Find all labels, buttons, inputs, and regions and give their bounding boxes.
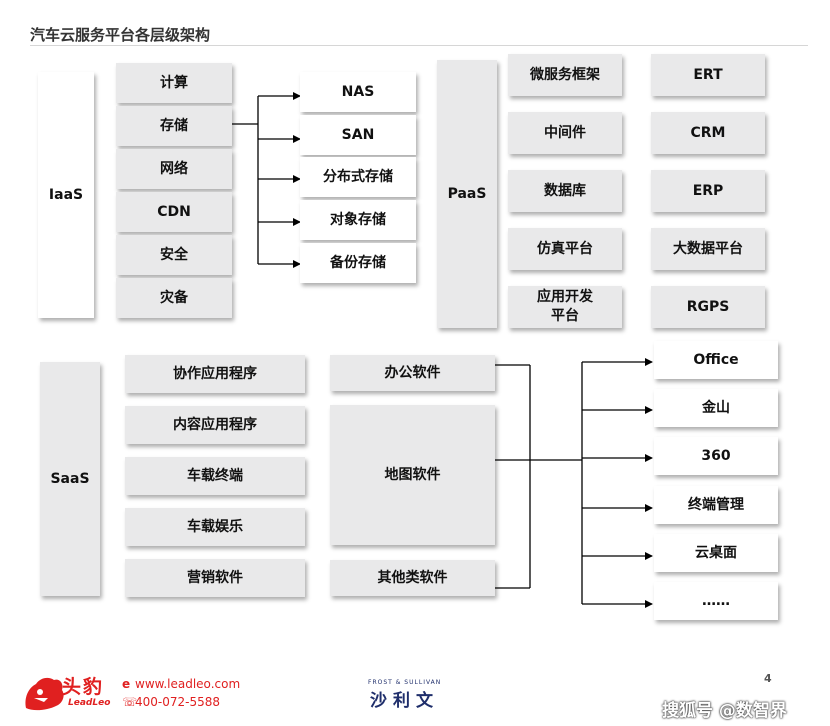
iaas-item-compute: 计算 (116, 63, 232, 103)
output-360: 360 (654, 437, 778, 475)
output-more: …… (654, 582, 778, 620)
storage-type-object: 对象存储 (300, 200, 416, 240)
saas-category-content: 内容应用程序 (125, 406, 305, 444)
storage-type-nas: NAS (300, 72, 416, 112)
saas-category-marketing: 营销软件 (125, 559, 305, 597)
brand-name-cn: 头豹 (62, 676, 105, 698)
output-cloud-desktop: 云桌面 (654, 534, 778, 572)
paas-item-crm: CRM (651, 112, 765, 154)
paas-item-ert: ERT (651, 54, 765, 96)
saas-layer-label: SaaS (40, 362, 100, 596)
iaas-item-storage: 存储 (116, 106, 232, 146)
output-terminal-management: 终端管理 (654, 486, 778, 524)
partner-name-cn: 沙利文 (370, 691, 439, 711)
storage-type-san: SAN (300, 115, 416, 155)
leadleo-logo-icon (25, 677, 64, 711)
paas-item-simulation: 仿真平台 (508, 228, 622, 270)
output-kingsoft: 金山 (654, 389, 778, 427)
storage-type-distributed: 分布式存储 (300, 157, 416, 197)
paas-item-big-data: 大数据平台 (651, 228, 765, 270)
brand-name-en: LeadLeo (68, 698, 111, 708)
paas-item-erp: ERP (651, 170, 765, 212)
phone-number: ☏400-072-5588 (122, 695, 220, 709)
title-divider (30, 45, 808, 46)
paas-item-microservice: 微服务框架 (508, 54, 622, 96)
paas-item-middleware: 中间件 (508, 112, 622, 154)
phone-icon: ☏ (122, 695, 138, 709)
website-text: www.leadleo.com (135, 677, 241, 691)
website-link[interactable]: e www.leadleo.com (122, 677, 240, 691)
phone-text: 400-072-5588 (135, 695, 221, 709)
storage-connectors (232, 92, 301, 268)
paas-item-rgps: RGPS (651, 286, 765, 328)
iaas-item-security: 安全 (116, 235, 232, 275)
partner-name-en: FROST & SULLIVAN (368, 679, 442, 686)
software-office: 办公软件 (330, 355, 495, 391)
paas-layer-label: PaaS (437, 60, 497, 328)
iaas-item-network: 网络 (116, 149, 232, 189)
saas-category-vehicle-entertainment: 车载娱乐 (125, 508, 305, 546)
page-number: 4 (764, 672, 772, 685)
web-icon: e (122, 677, 131, 691)
output-office: Office (654, 341, 778, 379)
iaas-item-cdn: CDN (116, 192, 232, 232)
storage-type-backup: 备份存储 (300, 243, 416, 283)
saas-category-vehicle-terminal: 车载终端 (125, 457, 305, 495)
software-map: 地图软件 (330, 405, 495, 545)
iaas-layer-label: IaaS (38, 72, 94, 318)
watermark: 搜狐号 @数智界 (662, 701, 787, 721)
paas-item-app-dev-platform: 应用开发 平台 (508, 286, 622, 328)
software-other: 其他类软件 (330, 560, 495, 596)
page-title: 汽车云服务平台各层级架构 (30, 26, 211, 44)
saas-category-collaboration: 协作应用程序 (125, 355, 305, 393)
iaas-item-disaster-recovery: 灾备 (116, 278, 232, 318)
paas-item-database: 数据库 (508, 170, 622, 212)
software-connectors (495, 358, 653, 608)
